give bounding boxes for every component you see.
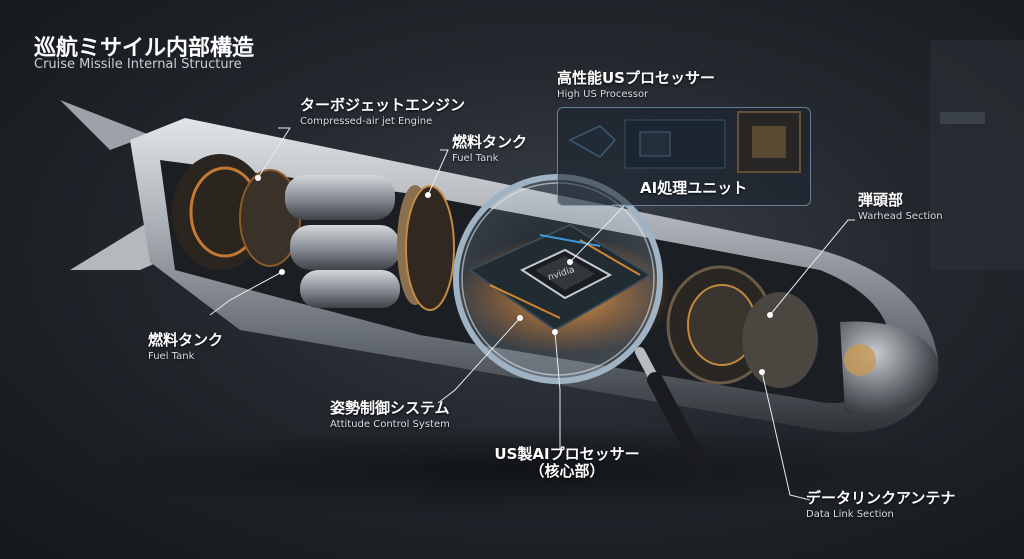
bulkhead-ring-2 (405, 185, 455, 311)
label-ai-core-line1: US製AIプロセッサー (494, 445, 640, 463)
label-datalink-en: Data Link Section (806, 509, 894, 521)
label-fuel-tank-top-jp: 燃料タンク (452, 133, 528, 151)
leader-fuel-top (427, 149, 449, 196)
label-ai-core-line2: （核心部） (529, 462, 605, 481)
label-ai-core: US製AIプロセッサー （核心部） (492, 445, 642, 481)
label-warhead-jp: 弾頭部 (858, 191, 904, 209)
circuit-trace-2 (579, 239, 641, 276)
dot-attitude (517, 315, 523, 321)
label-attitude-en: Attitude Control System (330, 419, 450, 431)
fuel-tank-upper-1 (285, 175, 395, 220)
fuel-tank-lower-2 (300, 270, 400, 308)
label-processor: 高性能USプロセッサー High US Processor (557, 69, 715, 101)
label-processor-en: High US Processor (557, 89, 649, 101)
label-attitude-jp: 姿勢制御システム (330, 399, 450, 417)
title-english: Cruise Missile Internal Structure (34, 57, 242, 72)
label-fuel-tank-left-jp: 燃料タンク (148, 331, 224, 349)
nose-sensor (844, 344, 876, 376)
hangar-wall-panel (930, 40, 1024, 270)
fuel-tank-lower-1 (290, 225, 400, 270)
label-processor-jp: 高性能USプロセッサー (557, 69, 715, 87)
label-fuel-tank-left-en: Fuel Tank (148, 351, 195, 363)
label-ai-unit: AI処理ユニット (640, 179, 748, 197)
leader-fuel-left (209, 271, 283, 316)
nose-cone (840, 321, 939, 415)
label-attitude: 姿勢制御システム Attitude Control System (330, 399, 450, 431)
label-turbojet-en: Compressed-air jet Engine (300, 116, 433, 128)
leader-lines (209, 127, 855, 501)
label-fuel-tank-top: 燃料タンク Fuel Tank (452, 133, 528, 165)
hangar-vent (940, 112, 985, 124)
circuit-trace-blue (539, 234, 601, 247)
label-fuel-tank-left: 燃料タンク Fuel Tank (148, 331, 224, 363)
dot-warhead (767, 312, 773, 318)
warhead-cone-inner (742, 292, 818, 388)
label-turbojet-jp: ターボジェットエンジン (300, 96, 466, 114)
dot-ai-core (552, 329, 558, 335)
processor-inset-panel (557, 107, 811, 206)
dot-turbojet (255, 175, 261, 181)
label-turbojet: ターボジェットエンジン Compressed-air jet Engine (300, 96, 466, 128)
label-warhead-en: Warhead Section (858, 211, 943, 223)
leader-dots (255, 175, 773, 375)
ai-processor-die (535, 256, 595, 290)
circuit-trace-1 (489, 284, 561, 319)
dot-fuel-top (425, 192, 431, 198)
magnifier-handle (647, 372, 711, 478)
label-fuel-tank-top-en: Fuel Tank (452, 153, 499, 165)
label-datalink-jp: データリンクアンテナ (806, 489, 956, 507)
leader-turbojet (257, 127, 291, 179)
dot-ai-unit (567, 259, 573, 265)
leader-warhead (769, 219, 855, 316)
dot-datalink (759, 369, 765, 375)
dot-fuel-left (279, 269, 285, 275)
floor-shadow (90, 425, 950, 515)
label-warhead: 弾頭部 Warhead Section (858, 191, 943, 223)
leader-datalink (761, 371, 811, 501)
title-japanese: 巡航ミサイル内部構造 (34, 36, 255, 61)
leader-ai-core (554, 331, 561, 450)
label-datalink: データリンクアンテナ Data Link Section (806, 489, 956, 521)
leader-attitude (437, 317, 521, 404)
label-ai-unit-jp: AI処理ユニット (640, 179, 748, 197)
tail-fin-upper (60, 100, 150, 150)
